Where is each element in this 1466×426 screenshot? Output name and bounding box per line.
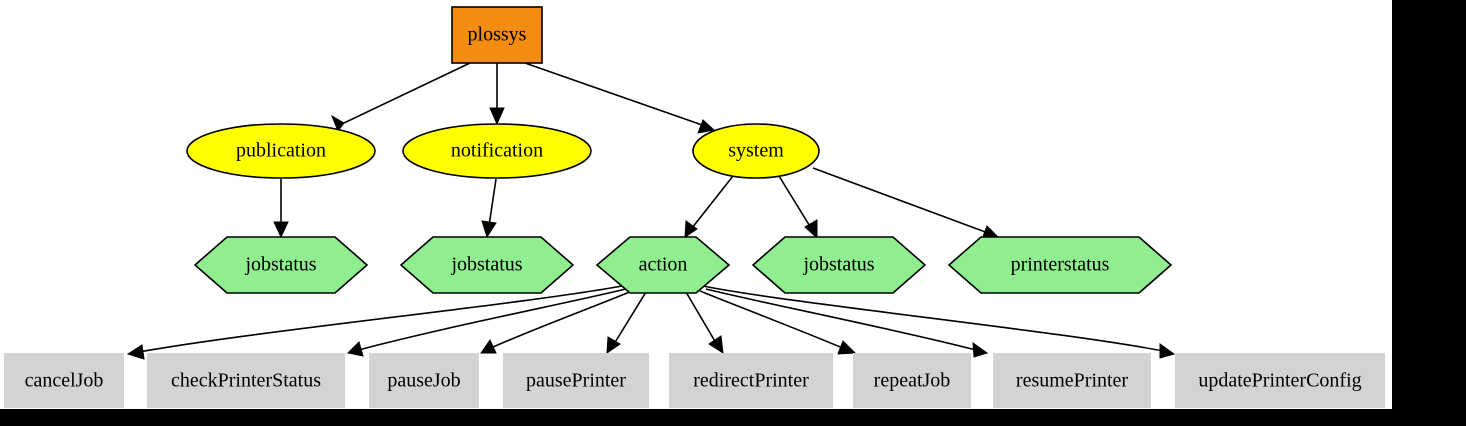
node-plossys[interactable]: plossys (451, 6, 543, 64)
edge-action-updatePrinterConfig (702, 285, 1176, 359)
node-pauseJob-label: pauseJob (387, 370, 460, 392)
node-sys-jobstatus-label: jobstatus (802, 254, 874, 276)
edge-system-jobstatus (778, 175, 818, 240)
node-updatePrinterConfig[interactable]: updatePrinterConfig (1175, 353, 1385, 408)
node-resumePrinter-label: resumePrinter (1016, 370, 1129, 392)
node-system[interactable]: system (692, 123, 820, 179)
edge-action-checkPrinterStatus (346, 288, 627, 357)
node-redirectPrinter-label: redirectPrinter (693, 370, 809, 392)
black-band-bottom (0, 409, 1392, 426)
node-sys-jobstatus[interactable]: jobstatus (751, 236, 927, 294)
node-action[interactable]: action (595, 236, 731, 294)
node-not-jobstatus-label: jobstatus (450, 254, 522, 276)
node-pub-jobstatus-label: jobstatus (244, 254, 316, 276)
edge-action-pauseJob (480, 290, 633, 354)
node-checkPrinterStatus-label: checkPrinterStatus (171, 370, 321, 392)
node-printerstatus[interactable]: printerstatus (947, 236, 1173, 294)
node-repeatJob[interactable]: repeatJob (853, 353, 971, 408)
edge-action-repeatJob (699, 290, 857, 355)
node-publication-label: publication (236, 140, 326, 162)
node-checkPrinterStatus[interactable]: checkPrinterStatus (147, 353, 345, 408)
node-pub-jobstatus[interactable]: jobstatus (193, 236, 369, 294)
node-plossys-label: plossys (468, 24, 527, 46)
edge-system-printerstatus (812, 167, 1000, 240)
node-printerstatus-label: printerstatus (1011, 254, 1110, 276)
edge-plossys-system (524, 62, 716, 134)
node-cancelJob-label: cancelJob (25, 370, 104, 392)
edge-action-pausePrinter (606, 291, 647, 354)
node-system-label: system (728, 140, 784, 162)
node-publication[interactable]: publication (186, 123, 376, 179)
node-updatePrinterConfig-label: updatePrinterConfig (1198, 370, 1361, 392)
edge-publication-jobstatus (273, 179, 289, 239)
node-action-label: action (639, 254, 688, 276)
node-pausePrinter[interactable]: pausePrinter (503, 353, 649, 408)
node-layer: plossys publication notification system … (4, 6, 1385, 408)
edge-system-action (684, 175, 734, 238)
edge-layer (126, 62, 1176, 360)
node-pausePrinter-label: pausePrinter (526, 370, 626, 392)
black-band-right (1392, 0, 1466, 426)
node-redirectPrinter[interactable]: redirectPrinter (669, 353, 833, 408)
node-pauseJob[interactable]: pauseJob (369, 353, 479, 408)
node-resumePrinter[interactable]: resumePrinter (993, 353, 1151, 408)
edge-action-redirectPrinter (685, 291, 724, 354)
edge-action-cancelJob (126, 285, 623, 360)
edge-plossys-notification (489, 63, 505, 126)
node-notification[interactable]: notification (402, 123, 592, 179)
node-notification-label: notification (451, 140, 543, 162)
node-cancelJob[interactable]: cancelJob (4, 353, 124, 408)
edge-notification-jobstatus (481, 178, 497, 239)
edge-action-resumePrinter (705, 288, 989, 358)
edge-plossys-publication (330, 62, 471, 133)
node-not-jobstatus[interactable]: jobstatus (399, 236, 575, 294)
node-repeatJob-label: repeatJob (874, 370, 951, 392)
